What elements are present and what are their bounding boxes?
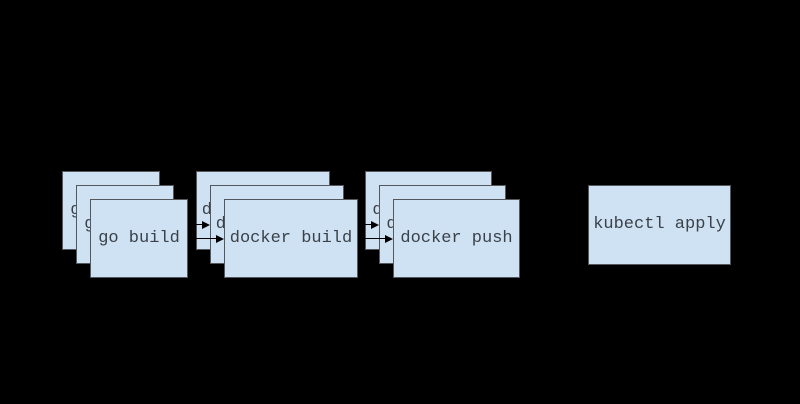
box-kubectl-apply: kubectl apply xyxy=(588,185,731,265)
arrow-go-build-to-docker-build-middle-line xyxy=(174,223,202,226)
arrow-docker-build-to-docker-push-front-line xyxy=(358,237,385,240)
box-docker-build-front: docker build xyxy=(224,199,358,278)
arrow-go-build-to-docker-build-back-head-icon xyxy=(188,206,196,215)
arrow-docker-build-to-docker-push-front-head-icon xyxy=(385,234,393,243)
arrow-go-build-to-docker-build-front-head-icon xyxy=(216,234,224,243)
arrow-docker-build-to-docker-push-back-head-icon xyxy=(357,206,365,215)
box-docker-push-front: docker push xyxy=(393,199,520,278)
arrow-go-build-to-docker-build-middle-head-icon xyxy=(202,220,210,229)
arrow-go-build-to-docker-build-front-line xyxy=(188,237,216,240)
arrow-docker-build-to-docker-push-middle-head-icon xyxy=(371,220,379,229)
box-go-build-front: go build xyxy=(90,199,188,278)
